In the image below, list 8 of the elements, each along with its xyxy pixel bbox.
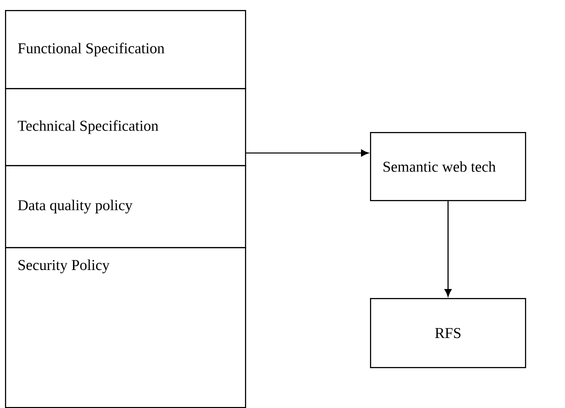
process-box: RFS [370, 298, 526, 368]
text-cell: Security Policy [5, 247, 246, 408]
text-cell: Data quality policy [5, 165, 246, 248]
process-box: Semantic web tech [370, 132, 526, 202]
arrow [444, 201, 452, 297]
text-cell: Functional Specification [5, 10, 246, 90]
text-cell: Technical Specification [5, 88, 246, 166]
arrow [246, 150, 369, 156]
